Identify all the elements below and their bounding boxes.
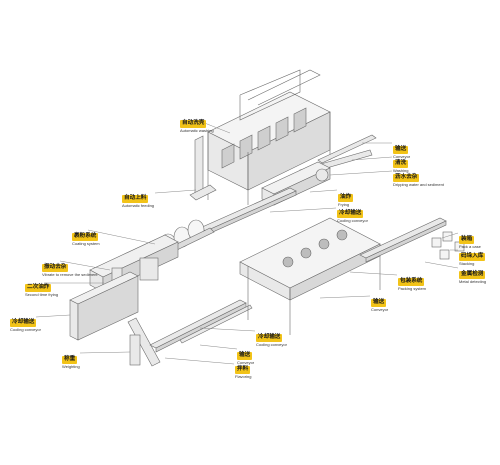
label-zh: 输送 [371, 299, 387, 307]
label-en: Coating system [72, 241, 100, 246]
label-zh: 冷却输送 [256, 334, 283, 342]
label-zh: 自动洗壳 [180, 120, 207, 128]
bottom-conveyors [149, 299, 253, 353]
label-automatic-feeding: 自动上料 Automatic feeding [122, 187, 154, 208]
label-washing: 清洗 Washing [393, 152, 408, 173]
label-zh: 冷却输送 [10, 319, 37, 327]
label-zh: 自动上料 [122, 195, 149, 203]
label-en: Frying [338, 202, 350, 207]
label-zh: 振动去杂 [42, 264, 69, 272]
label-zh: 清洗 [393, 160, 409, 168]
label-zh: 二次油炸 [25, 284, 52, 292]
label-en: Automatic washing [180, 128, 214, 133]
label-metal-detecting: 金属检测 Metal detecting [459, 263, 486, 284]
automatic-feeding-elevator [189, 135, 217, 201]
label-packing-system: 包装系统 Packing system [398, 270, 426, 291]
label-cooling-conveyor-bottom: 冷却输送 Cooling conveyor [256, 326, 287, 347]
label-zh: 裹粉系统 [72, 233, 99, 241]
label-zh: 输送 [393, 146, 409, 154]
label-zh: 沥水去杂 [393, 174, 420, 182]
label-pack-case: 装箱 Pack a case [459, 228, 481, 249]
packing-platform [239, 217, 381, 335]
weighing-incline [127, 317, 161, 367]
label-en: Dripping water and sediment [393, 182, 444, 187]
label-zh: 码垛入库 [459, 253, 486, 261]
label-en: Cooling conveyor [256, 342, 287, 347]
label-en: Conveyor [371, 307, 389, 312]
label-en: Vibrate to remove the sediment [42, 272, 98, 277]
label-vibrate-sediment: 振动去杂 Vibrate to remove the sediment [42, 256, 98, 277]
label-en: Cooling conveyor [337, 218, 368, 223]
label-en: Second time frying [25, 292, 59, 297]
label-stacking: 码垛入库 Stacking [459, 245, 486, 266]
label-en: Pack a case [459, 244, 481, 249]
label-automatic-washing: 自动洗壳 Automatic washing [180, 112, 214, 133]
label-coating-system: 裹粉系统 Coating system [72, 225, 100, 246]
label-en: Cooling conveyor [10, 327, 41, 332]
label-en: Automatic feeding [122, 203, 155, 208]
cooling-conveyor-left [69, 271, 139, 341]
label-en: Stacking [459, 261, 475, 266]
label-zh: 冷却输送 [337, 210, 364, 218]
label-weighing: 称重 Weighting [62, 348, 80, 369]
label-cooling-conveyor-mid: 冷却输送 Cooling conveyor [337, 202, 368, 223]
label-zh: 称重 [62, 356, 78, 364]
label-en: Conveyor [237, 360, 255, 365]
leader-lines [35, 121, 459, 365]
label-second-frying: 二次油炸 Second time frying [25, 276, 58, 297]
conveyor-right [359, 217, 447, 263]
label-en: Washing [393, 168, 409, 173]
label-cooling-conveyor-left: 冷却输送 Cooling conveyor [10, 311, 41, 332]
washing-tank-unit [207, 69, 331, 205]
label-zh: 拌料 [235, 366, 251, 374]
label-draining: 沥水去杂 Dripping water and sediment [393, 166, 444, 187]
label-conveyor-bottom: 输送 Conveyor [237, 344, 254, 365]
label-zh: 金属检测 [459, 271, 486, 279]
label-frying: 油炸 Frying [338, 186, 354, 207]
label-en: Flavoring [235, 374, 252, 379]
label-conveyor-top: 输送 Conveyor [393, 138, 410, 159]
label-conveyor-right: 输送 Conveyor [371, 291, 388, 312]
label-en: Conveyor [393, 154, 411, 159]
label-zh: 装箱 [459, 236, 475, 244]
label-zh: 包装系统 [398, 278, 425, 286]
label-en: Metal detecting [459, 279, 487, 284]
label-zh: 输送 [237, 352, 253, 360]
label-en: Weighting [62, 364, 80, 369]
label-zh: 油炸 [338, 194, 354, 202]
label-flavoring: 拌料 Flavoring [235, 358, 251, 379]
label-en: Packing system [398, 286, 427, 291]
